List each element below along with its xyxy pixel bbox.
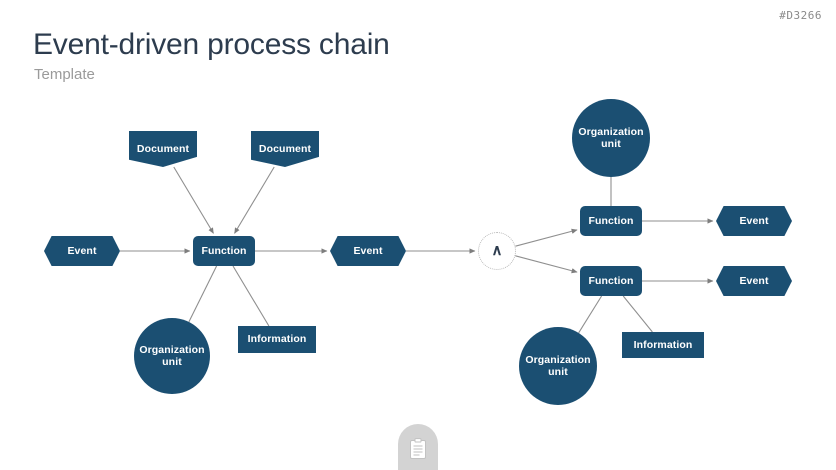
node-event-bottom[interactable]: Event	[716, 266, 792, 296]
edge-gateway-and-to-function-bottom	[515, 255, 578, 274]
node-gateway-and[interactable]: ∧	[478, 232, 516, 270]
node-label: Function	[201, 244, 247, 257]
node-label: unit	[601, 138, 621, 150]
node-document-right[interactable]: Document	[251, 131, 319, 167]
node-label: Event	[353, 244, 383, 257]
node-label: unit	[548, 366, 568, 378]
node-label: Information	[247, 333, 307, 346]
node-information-main[interactable]: Information	[238, 326, 316, 353]
node-label: Organization	[525, 353, 591, 366]
node-event-middle[interactable]: Event	[330, 236, 406, 266]
edge-document-left-to-function-main	[173, 166, 214, 234]
node-label: Organization	[578, 125, 644, 138]
node-event-top[interactable]: Event	[716, 206, 792, 236]
node-function-bottom[interactable]: Function	[580, 266, 642, 296]
node-label: Information	[633, 338, 693, 351]
node-label: Function	[588, 274, 634, 287]
edge-function-bottom-to-orgunit-bottom	[578, 295, 603, 334]
edge-gateway-and-to-function-top	[515, 228, 578, 247]
node-label: unit	[162, 356, 182, 368]
node-label: Document	[136, 142, 190, 155]
node-function-main[interactable]: Function	[193, 236, 255, 266]
node-information-right[interactable]: Information	[622, 332, 704, 358]
node-label: Event	[67, 244, 97, 257]
watermark-shape	[398, 424, 438, 470]
edge-function-main-to-orgunit-main	[188, 265, 218, 323]
node-label: Document	[258, 142, 312, 155]
node-label: Function	[588, 214, 634, 227]
page-subtitle: Template	[34, 66, 95, 83]
node-label: ∧	[491, 242, 503, 260]
clipboard-icon	[410, 438, 426, 459]
node-label: Organization	[139, 343, 205, 356]
node-label: Event	[739, 274, 769, 287]
edge-function-main-to-information-main	[232, 265, 270, 327]
node-function-top[interactable]: Function	[580, 206, 642, 236]
edge-document-right-to-function-main	[234, 166, 275, 234]
edge-function-bottom-to-information-right	[622, 295, 653, 333]
node-event-start[interactable]: Event	[44, 236, 120, 266]
node-label: Event	[739, 214, 769, 227]
node-document-left[interactable]: Document	[129, 131, 197, 167]
page-title: Event-driven process chain	[33, 28, 390, 61]
template-code: #D3266	[779, 9, 822, 22]
